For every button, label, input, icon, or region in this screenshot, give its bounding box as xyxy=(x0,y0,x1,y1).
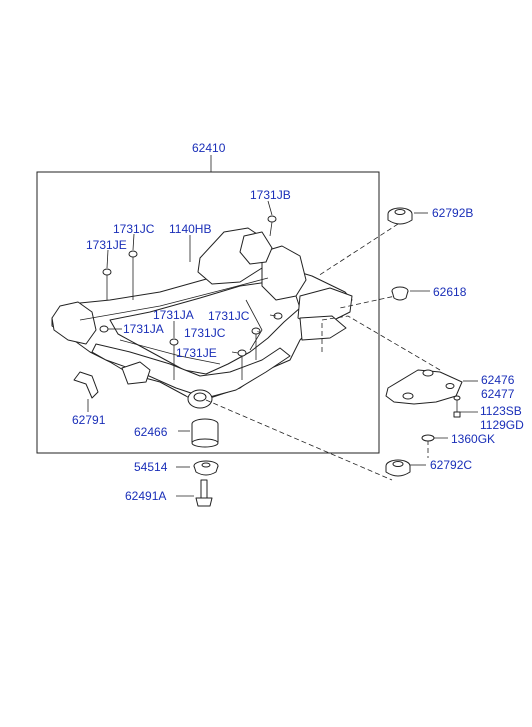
guide-lines xyxy=(205,223,441,481)
label-stopper-ja-1[interactable]: 1731JA xyxy=(153,308,194,322)
clip-part xyxy=(73,371,99,399)
label-bolt-a[interactable]: 1123SB xyxy=(480,404,522,418)
label-bolt-main[interactable]: 62491A xyxy=(125,489,166,503)
label-stopper-ja-2[interactable]: 1731JA xyxy=(123,322,164,336)
label-bolt-hb[interactable]: 1140HB xyxy=(169,222,211,236)
main-bushing-part xyxy=(191,418,219,448)
label-bushing-top[interactable]: 62618 xyxy=(433,285,467,299)
main-bolt-part xyxy=(195,479,213,507)
label-bracket-lh[interactable]: 62476 xyxy=(481,373,515,387)
label-leaders xyxy=(106,200,478,497)
label-stopper-jc-top[interactable]: 1731JC xyxy=(113,222,155,236)
mount-top-part xyxy=(387,207,413,225)
label-stopper-jb[interactable]: 1731JB xyxy=(250,188,291,202)
subframe-crossmember xyxy=(51,227,353,409)
label-stopper-je-top[interactable]: 1731JE xyxy=(86,238,127,252)
label-mount-top[interactable]: 62792B xyxy=(432,206,473,220)
label-bracket-rh[interactable]: 62477 xyxy=(481,387,515,401)
mount-bottom-part xyxy=(385,459,411,477)
bracket-part xyxy=(385,369,463,405)
washer-part xyxy=(193,460,219,476)
frame-stoppers xyxy=(99,215,283,380)
bolt-part xyxy=(453,395,461,418)
label-stopper-jc-mid[interactable]: 1731JC xyxy=(208,309,250,323)
label-stopper-jc-low[interactable]: 1731JC xyxy=(184,326,226,340)
bushing-top-part xyxy=(391,286,409,301)
label-washer[interactable]: 54514 xyxy=(134,460,168,474)
label-mount-bottom[interactable]: 62792C xyxy=(430,458,472,472)
assembly-frame xyxy=(36,171,380,454)
label-bushing-main[interactable]: 62466 xyxy=(134,425,168,439)
label-stopper-je-low[interactable]: 1731JE xyxy=(176,346,217,360)
label-clip[interactable]: 62791 xyxy=(72,413,106,427)
label-bolt-b[interactable]: 1129GD xyxy=(480,418,524,432)
nut-part xyxy=(421,434,435,442)
label-nut[interactable]: 1360GK xyxy=(451,432,495,446)
label-assembly[interactable]: 62410 xyxy=(192,141,226,155)
